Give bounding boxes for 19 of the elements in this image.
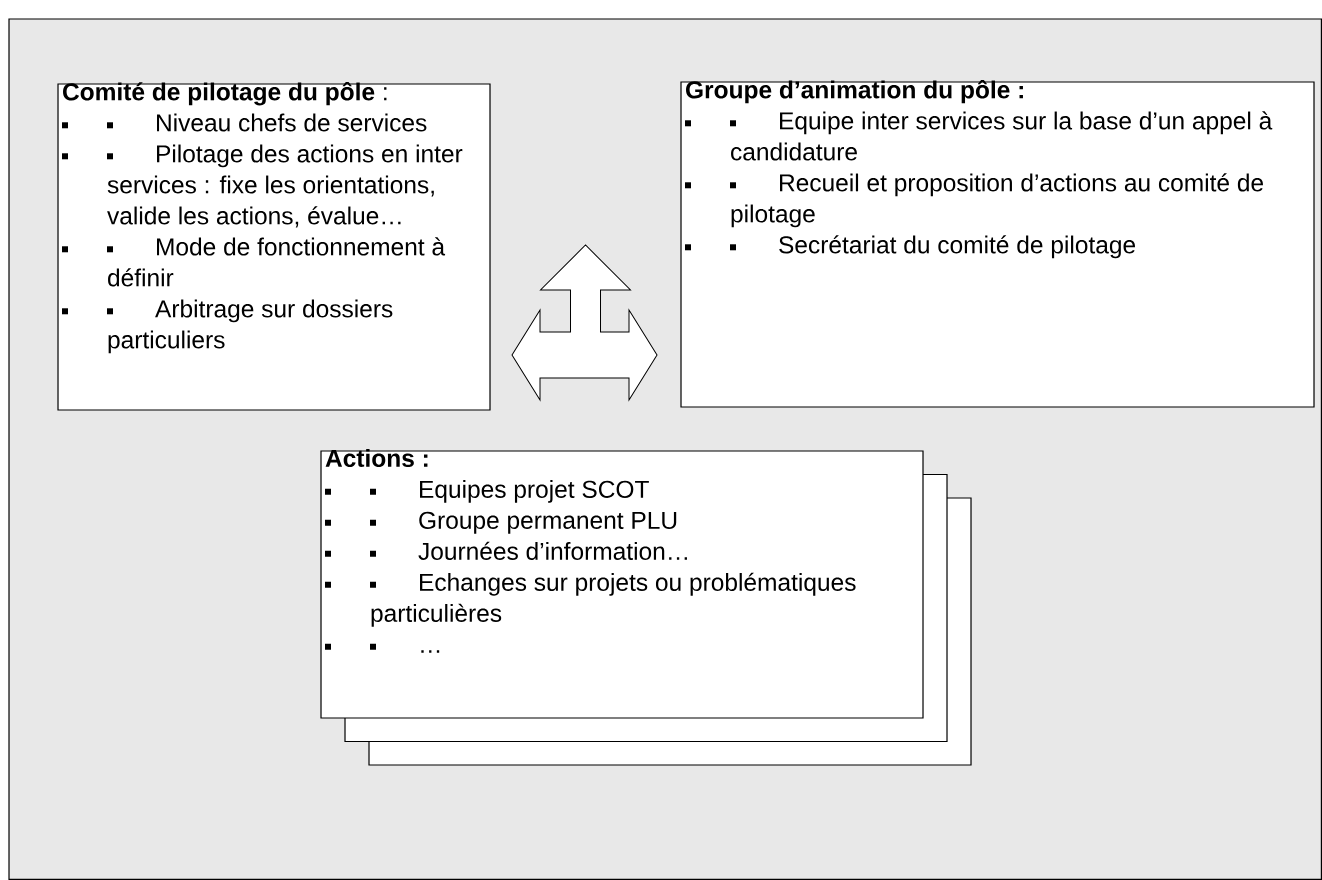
bullet-item: Echanges sur projets ou problématiques particulières (325, 572, 856, 627)
bullet-item: Groupe permanent PLU (325, 511, 677, 534)
box-heading: Groupe d’animation du pôle : (686, 80, 1023, 104)
text-box (680, 80, 1315, 408)
bullet-item: Equipe inter services sur la base d’un appel à candidature (685, 111, 1273, 161)
document-stack (320, 449, 972, 766)
bullet-item: Arbitrage sur dossiers particuliers (62, 299, 393, 354)
block-arrow (511, 244, 658, 401)
bullet-item: Recueil et proposition d’actions au comité de pilotage (685, 173, 1263, 228)
bullet-item: … (325, 643, 440, 653)
box-heading: Comité de pilotage du pôle : (63, 82, 387, 106)
bullet-item: Journées d’information… (325, 541, 687, 560)
bullet-item: Pilotage des actions en inter services : fixe les orientations, valide les actions, évalue… (62, 144, 463, 228)
bullet-item: Niveau chefs de services (62, 113, 427, 132)
text-box (57, 82, 491, 411)
bullet-item: Secrétariat du comité de pilotage (685, 235, 1136, 259)
bullet-item: Equipes projet SCOT (325, 480, 649, 503)
bullet-item: Mode de fonctionnement à définir (62, 237, 446, 287)
box-heading: Actions : (325, 449, 428, 467)
